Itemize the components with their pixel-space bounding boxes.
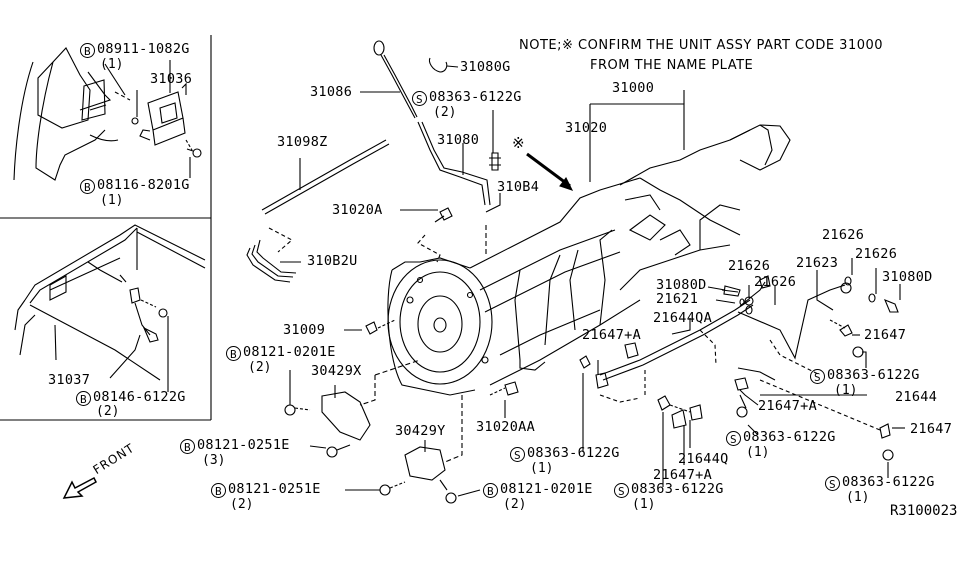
screw-prefix-icon: S — [810, 369, 825, 384]
bolt-prefix-icon: B — [226, 346, 241, 361]
screw-prefix-icon: S — [825, 476, 840, 491]
part-qty: (1) — [746, 445, 770, 460]
diagram-reference-code: R3100023 — [890, 503, 958, 519]
part-label[interactable]: 21647 — [864, 327, 907, 343]
note-line-1: NOTE;※ CONFIRM THE UNIT ASSY PART CODE 3… — [519, 38, 883, 54]
bolt-prefix-icon: B — [211, 483, 226, 498]
part-label[interactable]: 31080D — [656, 277, 707, 293]
part-label[interactable]: 30429Y — [395, 423, 446, 439]
part-label[interactable]: 21647+A — [758, 398, 817, 414]
part-label[interactable]: 21626 — [822, 227, 865, 243]
part-label[interactable]: 310B4 — [497, 179, 540, 195]
part-label[interactable]: 31009 — [283, 322, 326, 338]
part-qty: (2) — [433, 105, 457, 120]
bolt-prefix-icon: B — [76, 391, 91, 406]
screw-prefix-icon: S — [510, 447, 525, 462]
part-label[interactable]: 31020AA — [476, 419, 535, 435]
dipstick-artwork — [247, 41, 501, 282]
part-qty: (1) — [834, 383, 858, 398]
part-qty: (1) — [846, 490, 870, 505]
front-arrow-icon — [62, 470, 102, 500]
inset-bottom-artwork — [15, 225, 205, 392]
screw-prefix-icon: S — [726, 431, 741, 446]
part-label[interactable]: 31080G — [460, 59, 511, 75]
part-label[interactable]: 21626 — [728, 258, 771, 274]
part-label[interactable]: 21626 — [855, 246, 898, 262]
bolt-prefix-icon: B — [80, 43, 95, 58]
part-qty: (3) — [202, 453, 226, 468]
part-label[interactable]: 21644 — [895, 389, 938, 405]
part-label[interactable]: 21647+A — [653, 467, 712, 483]
note-text: CONFIRM THE UNIT ASSY PART CODE 31000 — [578, 38, 884, 53]
part-label[interactable]: 21647+A — [582, 327, 641, 343]
part-label[interactable]: 310B2U — [307, 253, 358, 269]
transmission-artwork — [388, 125, 790, 395]
note-prefix: NOTE; — [519, 38, 562, 53]
part-label[interactable]: 21647 — [910, 421, 953, 437]
bolt-prefix-icon: B — [483, 483, 498, 498]
inset-frames — [0, 35, 211, 420]
bolt-prefix-icon: B — [80, 179, 95, 194]
part-label[interactable]: 31080 — [437, 132, 480, 148]
part-label[interactable]: 30429X — [311, 363, 362, 379]
part-label[interactable]: 31036 — [150, 71, 193, 87]
part-label[interactable]: 21644Q — [678, 451, 729, 467]
part-qty: (2) — [230, 497, 254, 512]
part-qty: (1) — [632, 497, 656, 512]
part-qty: (2) — [503, 497, 527, 512]
part-qty: (2) — [96, 404, 120, 419]
part-label[interactable]: 21623 — [796, 255, 839, 271]
part-label[interactable]: 31086 — [310, 84, 353, 100]
bolt-prefix-icon: B — [180, 439, 195, 454]
part-label[interactable]: 31037 — [48, 372, 91, 388]
asterisk-marker-icon: ※ — [512, 134, 526, 152]
part-qty: (1) — [100, 193, 124, 208]
part-label[interactable]: 31098Z — [277, 134, 328, 150]
part-label[interactable]: 21626 — [754, 274, 797, 290]
part-label[interactable]: 31020 — [565, 120, 608, 136]
part-label[interactable]: 21621 — [656, 291, 699, 307]
screw-prefix-icon: S — [412, 91, 427, 106]
harness-artwork — [580, 276, 898, 460]
part-qty: (1) — [530, 461, 554, 476]
inset-top-artwork — [14, 48, 201, 180]
part-label[interactable]: 31020A — [332, 202, 383, 218]
hardware-artwork — [285, 208, 518, 503]
screw-prefix-icon: S — [614, 483, 629, 498]
part-qty: (1) — [100, 57, 124, 72]
note-line-2: FROM THE NAME PLATE — [590, 58, 754, 73]
leader-lines — [280, 66, 905, 496]
part-label[interactable]: 31080D — [882, 269, 933, 285]
asterisk-note-icon: ※ — [562, 38, 574, 53]
part-label[interactable]: 21644QA — [653, 310, 712, 326]
part-qty: (2) — [248, 360, 272, 375]
part-label[interactable]: 31000 — [612, 80, 655, 96]
